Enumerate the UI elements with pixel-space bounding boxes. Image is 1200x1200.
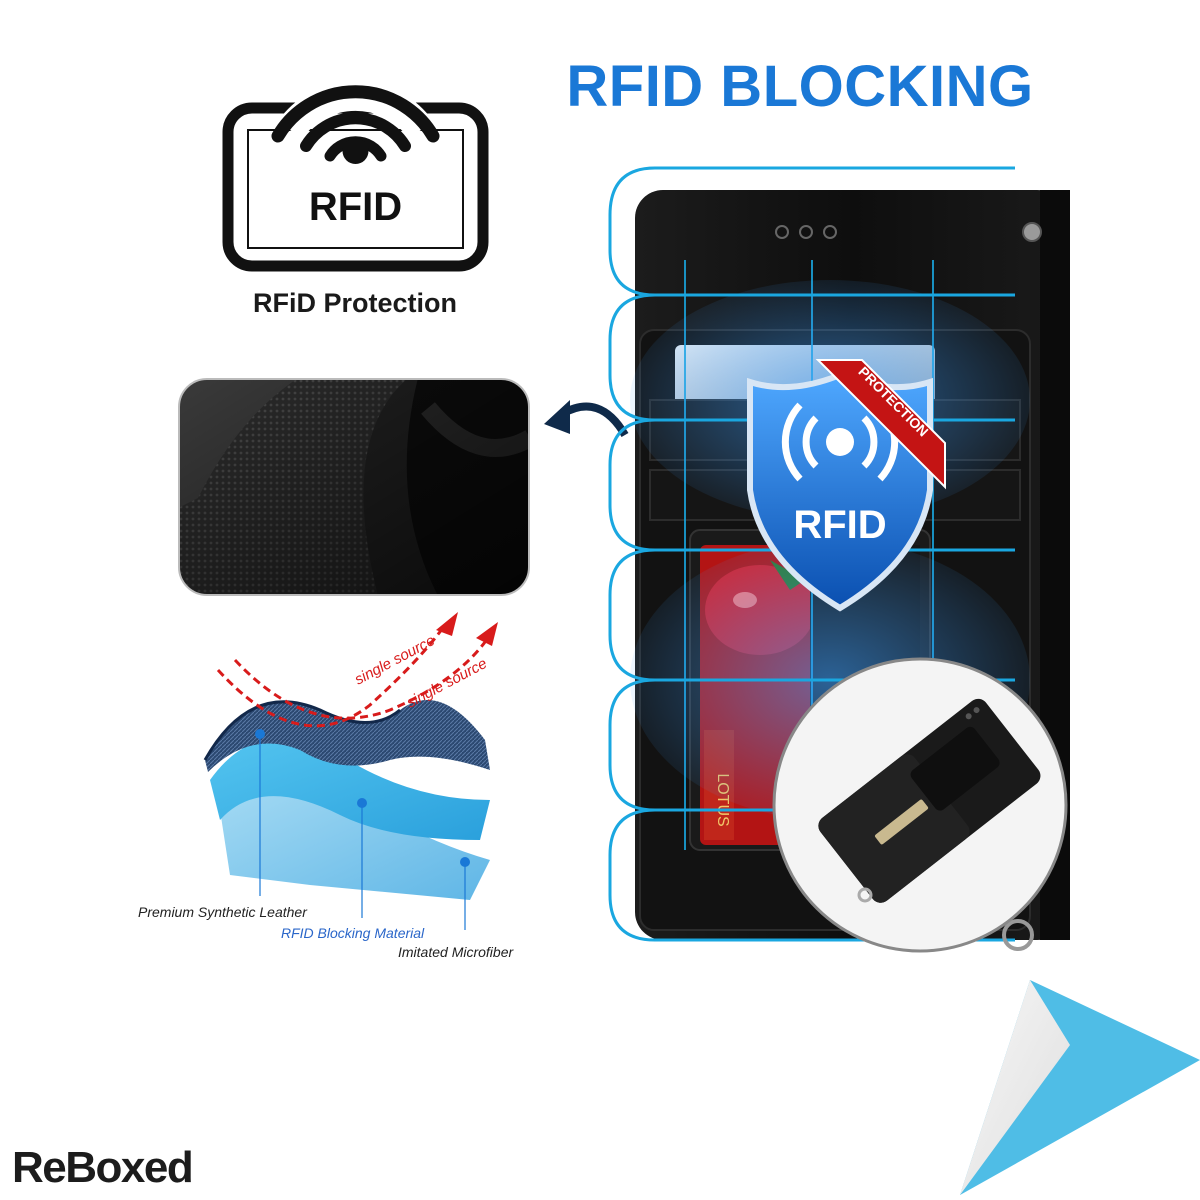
curved-arrow-icon <box>544 400 629 438</box>
fabric-closeup-photo <box>178 378 530 596</box>
source-label-2: single source <box>404 655 490 712</box>
rfid-shield-icon <box>747 371 933 612</box>
rfid-badge-caption: RFiD Protection <box>252 288 457 318</box>
corner-triangle-decoration <box>960 980 1200 1195</box>
material-layers-diagram: single source single source <box>203 612 498 930</box>
brand-logo: ReBoxed <box>12 1143 194 1192</box>
layer-label-microfiber: Imitated Microfiber <box>398 944 514 960</box>
rfid-badge-text: RFID <box>309 185 402 229</box>
rfid-badge-icon: RFID <box>222 81 489 272</box>
closed-wallet-inset <box>772 657 1068 953</box>
headline: RFID BLOCKING <box>566 54 1034 119</box>
layer-label-leather: Premium Synthetic Leather <box>138 904 307 920</box>
shield-text: RFID <box>793 503 886 547</box>
layer-label-rfid: RFID Blocking Material <box>281 925 425 941</box>
